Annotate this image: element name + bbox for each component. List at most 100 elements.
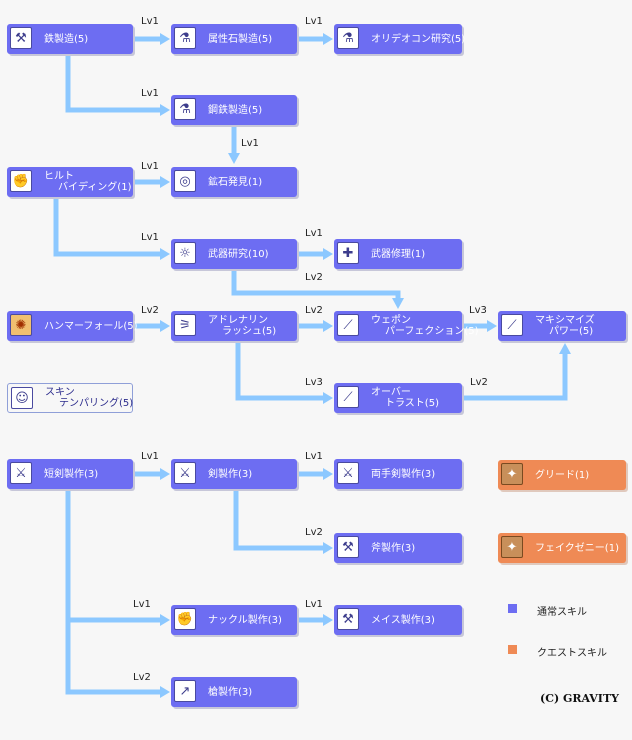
- skill-label: 武器修理(1): [371, 248, 426, 260]
- skill-label: 鋼鉄製造(5): [208, 104, 263, 116]
- skill-label: ハンマーフォール(5): [44, 320, 138, 332]
- skill-node-spear-craft[interactable]: ↗ 槍製作(3): [171, 677, 297, 707]
- skill-label-line1: オーバー: [371, 387, 411, 398]
- skill-node-greed[interactable]: ✦ グリード(1): [498, 460, 626, 490]
- skill-label: 鉄製造(5): [44, 33, 89, 45]
- legend-quest-label: クエストスキル: [537, 648, 607, 659]
- skill-label-line1: スキン: [45, 387, 75, 398]
- level-label: Lv3: [469, 305, 487, 316]
- legend-normal-label: 通常スキル: [537, 607, 587, 618]
- skill-label: 両手剣製作(3): [371, 468, 436, 480]
- skill-label-line2: テンパリング(5): [59, 398, 134, 409]
- skin-icon: ☺: [11, 387, 33, 409]
- skill-label: グリード(1): [535, 469, 590, 481]
- adrenaline-icon: ⚞: [174, 314, 196, 336]
- skill-label: メイス製作(3): [371, 614, 435, 626]
- skill-node-fake-zeny[interactable]: ✦ フェイクゼニー(1): [498, 533, 626, 563]
- level-label: Lv1: [305, 16, 323, 27]
- skill-node-ore-discovery[interactable]: ◎ 鉱石発見(1): [171, 167, 297, 197]
- skill-label: 短剣製作(3): [44, 468, 99, 480]
- level-label: Lv1: [141, 451, 159, 462]
- twohand-sword-icon: ⚔: [337, 462, 359, 484]
- sword-icon: ⚔: [174, 462, 196, 484]
- skill-label: オリデオコン研究(5): [371, 33, 466, 45]
- skill-node-weapon-research[interactable]: ☼ 武器研究(10): [171, 239, 297, 269]
- dagger-icon: ⚔: [10, 462, 32, 484]
- skill-label: 属性石製造(5): [208, 33, 273, 45]
- legend-normal-swatch: [508, 604, 517, 613]
- level-label: Lv1: [305, 599, 323, 610]
- skill-label: 剣製作(3): [208, 468, 253, 480]
- level-label: Lv1: [133, 599, 151, 610]
- skill-node-over-thrust[interactable]: ⟋ オーバー トラスト(5): [334, 383, 462, 413]
- level-label: Lv1: [141, 88, 159, 99]
- skill-node-maximize-power[interactable]: ⟋ マキシマイズ パワー(5): [498, 311, 626, 341]
- copyright-credit: (C) GRAVITY: [540, 692, 619, 705]
- mace-icon: ⚒: [337, 608, 359, 630]
- skill-label-line2: ラッシュ(5): [222, 326, 277, 337]
- level-label: Lv2: [305, 527, 323, 538]
- skill-node-oridecon[interactable]: ⚗ オリデオコン研究(5): [334, 24, 466, 54]
- research-icon: ☼: [174, 242, 196, 264]
- skill-label: 槍製作(3): [208, 686, 253, 698]
- level-label: Lv1: [141, 16, 159, 27]
- greed-icon: ✦: [501, 463, 523, 485]
- axe-icon: ⚒: [337, 536, 359, 558]
- skill-label-line2: パワー(5): [549, 326, 594, 337]
- skill-node-mace-craft[interactable]: ⚒ メイス製作(3): [334, 605, 462, 635]
- maximize-icon: ⟋: [501, 314, 523, 336]
- level-label: Lv2: [133, 672, 151, 683]
- legend-quest-swatch: [508, 645, 517, 654]
- skill-label: 斧製作(3): [371, 542, 416, 554]
- level-label: Lv2: [305, 305, 323, 316]
- explosion-icon: ✺: [10, 314, 32, 336]
- level-label: Lv2: [141, 305, 159, 316]
- hilt-icon: ✊: [10, 170, 32, 192]
- skill-node-dagger-craft[interactable]: ⚔ 短剣製作(3): [7, 459, 133, 489]
- knuckle-icon: ✊: [174, 608, 196, 630]
- ore-icon: ◎: [174, 170, 196, 192]
- level-label: Lv1: [305, 228, 323, 239]
- skill-node-knuckle-craft[interactable]: ✊ ナックル製作(3): [171, 605, 297, 635]
- skill-node-steel[interactable]: ⚗ 鋼鉄製造(5): [171, 95, 297, 125]
- level-label: Lv2: [305, 272, 323, 283]
- repair-icon: ✚: [337, 242, 359, 264]
- skill-label-line1: マキシマイズ: [535, 315, 595, 326]
- skill-label-line1: アドレナリン: [208, 315, 268, 326]
- skill-label: フェイクゼニー(1): [535, 542, 619, 554]
- skill-label-line1: ウェポン: [371, 315, 411, 326]
- skill-label: 武器研究(10): [208, 248, 269, 260]
- skill-node-element-stone[interactable]: ⚗ 属性石製造(5): [171, 24, 297, 54]
- skill-node-skin-tempering[interactable]: ☺ スキン テンパリング(5): [7, 383, 133, 413]
- anvil-icon: ⚗: [337, 27, 359, 49]
- spear-icon: ↗: [174, 680, 196, 702]
- skill-label-line1: ヒルト: [44, 171, 74, 182]
- skill-label: 鉱石発見(1): [208, 176, 263, 188]
- level-label: Lv1: [241, 138, 259, 149]
- level-label: Lv2: [470, 377, 488, 388]
- overthrust-icon: ⟋: [337, 386, 359, 408]
- hammer-icon: ⚒: [10, 27, 32, 49]
- skill-node-weapon-repair[interactable]: ✚ 武器修理(1): [334, 239, 462, 269]
- skill-label-line2: バイディング(1): [58, 182, 132, 193]
- skill-node-twohand-sword-craft[interactable]: ⚔ 両手剣製作(3): [334, 459, 462, 489]
- skill-node-adrenaline-rush[interactable]: ⚞ アドレナリン ラッシュ(5): [171, 311, 297, 341]
- fakezeny-icon: ✦: [501, 536, 523, 558]
- skill-node-iron[interactable]: ⚒ 鉄製造(5): [7, 24, 133, 54]
- level-label: Lv1: [305, 451, 323, 462]
- anvil-icon: ⚗: [174, 27, 196, 49]
- skill-node-hammerfall[interactable]: ✺ ハンマーフォール(5): [7, 311, 138, 341]
- skill-node-axe-craft[interactable]: ⚒ 斧製作(3): [334, 533, 462, 563]
- skill-node-sword-craft[interactable]: ⚔ 剣製作(3): [171, 459, 297, 489]
- skill-node-hilt-binding[interactable]: ✊ ヒルト バイディング(1): [7, 167, 133, 197]
- perfection-icon: ⟋: [337, 314, 359, 336]
- skill-node-weapon-perfection[interactable]: ⟋ ウェポン パーフェクション(5): [334, 311, 479, 341]
- skill-label-line2: パーフェクション(5): [385, 326, 479, 337]
- level-label: Lv1: [141, 161, 159, 172]
- level-label: Lv1: [141, 232, 159, 243]
- level-label: Lv3: [305, 377, 323, 388]
- skill-label: ナックル製作(3): [208, 614, 282, 626]
- anvil-icon: ⚗: [174, 98, 196, 120]
- skill-label-line2: トラスト(5): [385, 398, 439, 409]
